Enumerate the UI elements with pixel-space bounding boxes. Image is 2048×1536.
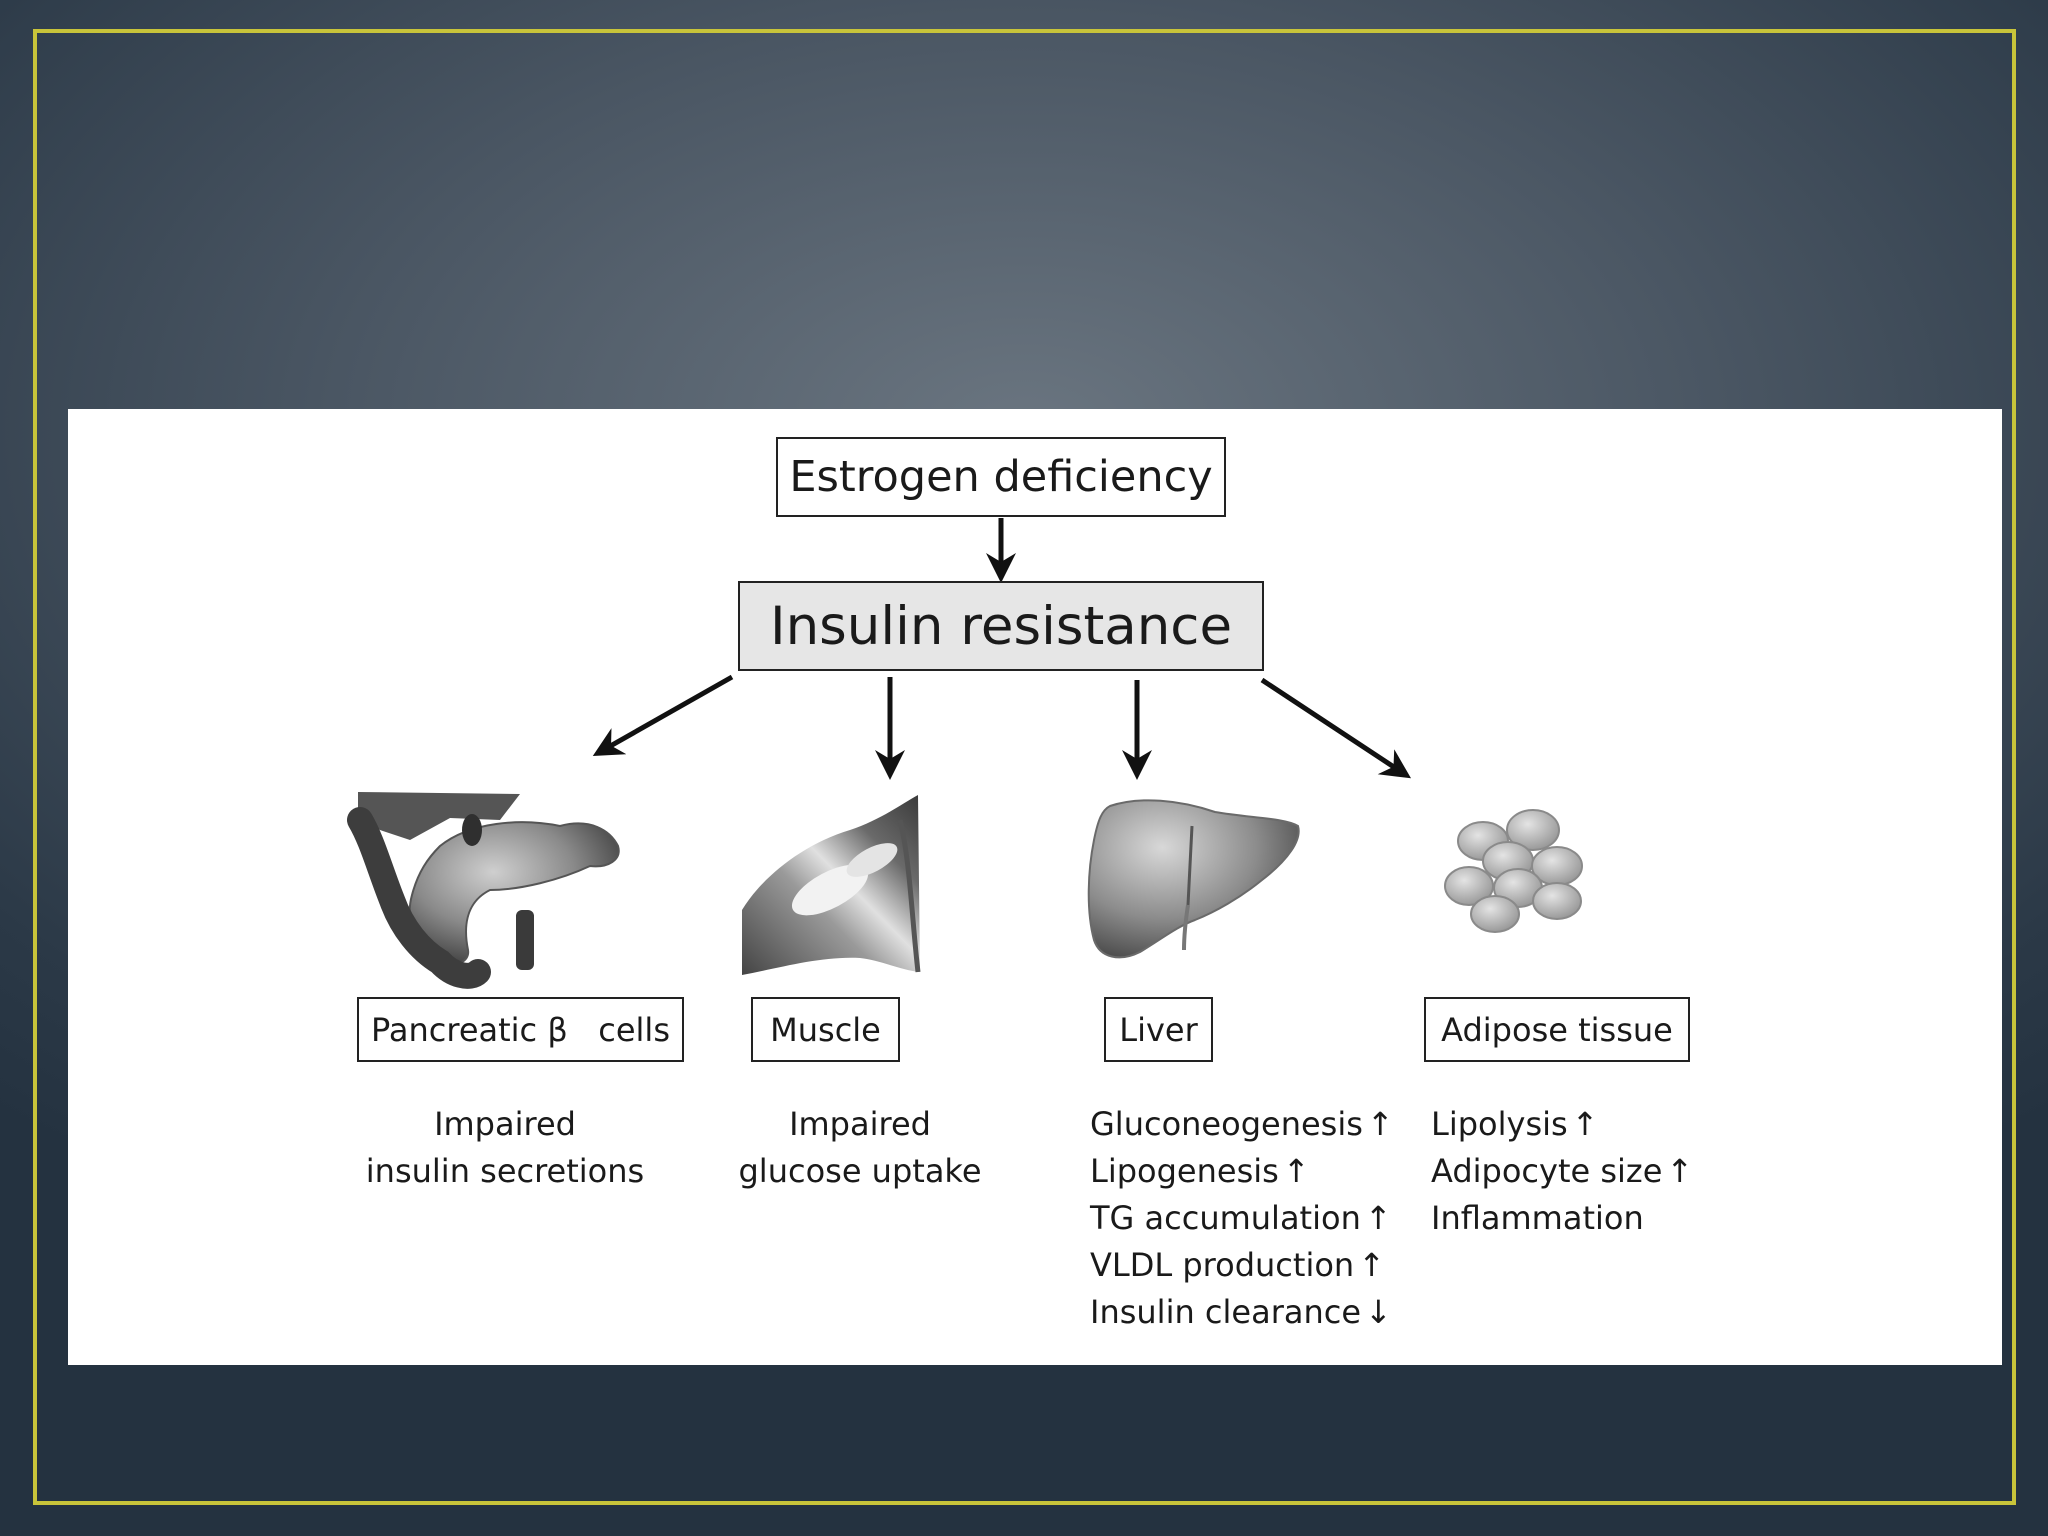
effect-text: VLDL production [1090,1246,1355,1284]
muscle-label: Muscle [770,1010,881,1049]
liver-effects: Gluconeogenesis↑ Lipogenesis↑ TG accumul… [1090,1101,1394,1336]
pancreas-icon [347,792,620,989]
adipose-effects: Lipolysis↑ Adipocyte size↑ Inflammation [1431,1101,1693,1242]
adipocytes-icon [1444,809,1583,933]
effect-text: Adipocyte size [1431,1152,1663,1190]
effect-line: VLDL production↑ [1090,1242,1394,1289]
estrogen-deficiency-label: Estrogen deficiency [789,452,1213,502]
arrow-up-icon: ↑ [1366,1105,1394,1143]
effect-line: Insulin clearance↓ [1090,1289,1394,1336]
liver-box: Liver [1104,997,1213,1062]
effect-line: insulin secretions [365,1152,645,1190]
arrow-up-icon: ↑ [1666,1152,1694,1190]
effect-text: Lipolysis [1431,1105,1568,1143]
adipose-box: Adipose tissue [1424,997,1690,1062]
effect-line: TG accumulation↑ [1090,1195,1394,1242]
effect-text: Insulin clearance [1090,1293,1362,1331]
insulin-resistance-label: Insulin resistance [769,595,1233,657]
muscle-box: Muscle [751,997,900,1062]
effect-line: Gluconeogenesis↑ [1090,1101,1394,1148]
effect-line: Adipocyte size↑ [1431,1148,1693,1195]
effect-text: Gluconeogenesis [1090,1105,1363,1143]
effect-line: Impaired [789,1105,931,1143]
arrow-up-icon: ↑ [1364,1199,1392,1237]
arrow-down-icon: ↓ [1365,1293,1392,1331]
effect-line: Lipolysis↑ [1431,1101,1693,1148]
arrow-up-icon: ↑ [1282,1152,1310,1190]
arrow-to-adipose [1260,677,1412,779]
effect-text: Inflammation [1431,1199,1644,1237]
pancreas-effects: Impaired insulin secretions [355,1101,655,1195]
effect-text: Lipogenesis [1090,1152,1279,1190]
muscle-icon [742,795,921,975]
pancreas-label: Pancreatic β cells [371,1010,670,1049]
liver-label: Liver [1119,1010,1198,1049]
effect-line: Lipogenesis↑ [1090,1148,1394,1195]
arrow-up-icon: ↑ [1358,1246,1385,1284]
effect-line: Inflammation [1431,1195,1693,1242]
effect-text: TG accumulation [1090,1199,1361,1237]
liver-icon [1087,799,1300,959]
adipose-label: Adipose tissue [1441,1010,1673,1049]
arrow-up-icon: ↑ [1571,1105,1599,1143]
muscle-effects: Impaired glucose uptake [705,1101,1015,1195]
estrogen-deficiency-box: Estrogen deficiency [776,437,1226,517]
effect-line: Impaired [434,1105,576,1143]
insulin-resistance-box: Insulin resistance [738,581,1264,671]
arrow-to-pancreas [592,674,734,756]
pancreas-box: Pancreatic β cells [357,997,684,1062]
effect-line: glucose uptake [738,1152,982,1190]
slide-frame [33,29,2016,1505]
